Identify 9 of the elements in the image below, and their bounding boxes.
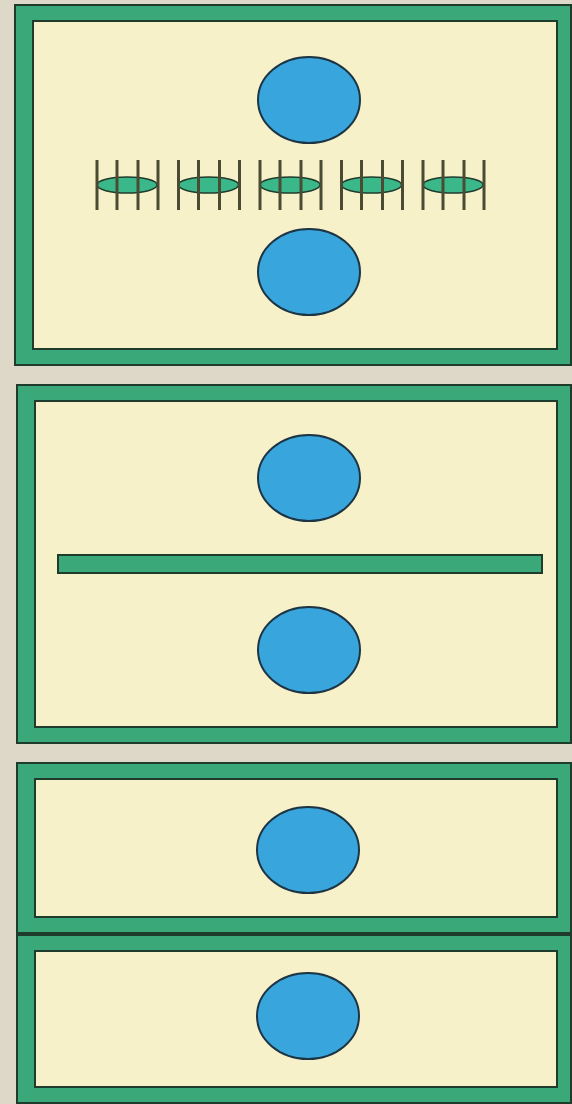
cell-wall	[16, 762, 572, 934]
cell-plate	[57, 554, 543, 574]
nucleus	[256, 806, 360, 894]
nucleus	[257, 606, 361, 694]
nucleus	[257, 434, 361, 522]
cell-wall	[16, 934, 572, 1104]
nucleus	[257, 56, 361, 144]
nucleus	[257, 228, 361, 316]
nucleus	[256, 972, 360, 1060]
